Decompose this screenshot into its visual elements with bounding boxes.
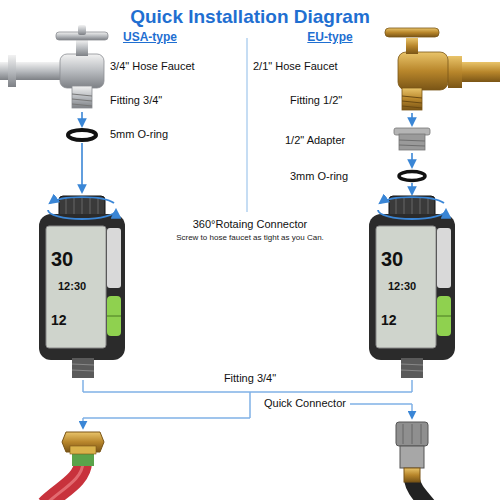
usa-faucet-part: [78, 25, 86, 35]
water-timer-part: [401, 358, 423, 378]
lcd-value: 12:30: [388, 280, 416, 293]
part-label: 1/2" Adapter: [285, 134, 345, 147]
o-ring-part: [399, 172, 425, 181]
part-label: 2/1" Hose Faucet: [253, 60, 338, 73]
lcd-value: 12:30: [58, 280, 86, 293]
usa-faucet-part: [72, 94, 92, 96]
assembly-arrows-part: [411, 183, 413, 194]
lcd-value: 30: [51, 248, 73, 271]
usa-faucet-part: [60, 54, 104, 88]
fitting-bracket-part: [249, 392, 251, 418]
rotation-arrows-part: [50, 197, 114, 203]
connector-label: 360°Rotaing Connector: [193, 218, 307, 231]
column-divider-part: [247, 38, 248, 212]
o-ring-part: [68, 130, 96, 140]
water-timer-part: [437, 296, 451, 336]
eu-faucet-part: [402, 88, 422, 110]
water-timer-part: [376, 226, 436, 348]
water-timer-part: [107, 316, 121, 317]
quick-connector-part: [404, 468, 420, 482]
quick-connector-part: [403, 424, 404, 444]
fitting-bracket-part: [350, 403, 412, 405]
assembly-arrows-part: [411, 153, 413, 167]
usa-faucet-part: [72, 99, 92, 101]
column-heading: USA-type: [123, 31, 177, 45]
water-timer-part: [72, 370, 94, 371]
water-timer-part: [401, 364, 423, 365]
fitting-bracket-part: [83, 391, 412, 393]
usa-faucet: [0, 25, 108, 108]
usa-faucet-part: [72, 86, 92, 108]
rotation-arrows-part: [380, 197, 444, 203]
assembly-arrows: [82, 112, 412, 194]
quick-connector-part: [421, 424, 422, 444]
eu-faucet: [385, 28, 500, 110]
fitting-label: Fitting 3/4": [222, 372, 278, 385]
water-timer-part: [437, 228, 451, 288]
usa-faucet-part: [72, 104, 92, 106]
water-timer-part: [369, 214, 455, 360]
garden-hose-part: [45, 462, 83, 500]
lcd-value: 12: [381, 312, 397, 328]
fitting-bracket-part: [411, 380, 413, 392]
assembly-arrows-part: [411, 113, 413, 125]
part-label: 3mm O-ring: [290, 170, 348, 183]
usa-faucet-part: [8, 55, 16, 87]
usa-faucet-part: [76, 40, 88, 56]
water-timer-part: [107, 296, 121, 336]
eu-faucet-part: [402, 96, 422, 98]
eu-faucet-part: [385, 28, 439, 37]
instruction-note: Screw to hose faucet as tight as you Can…: [176, 233, 324, 242]
column-heading: EU-type: [307, 31, 352, 45]
fitting-bracket-part: [411, 404, 413, 418]
fitting-bracket-part: [82, 418, 84, 428]
rotation-arrows-part: [48, 210, 116, 219]
lcd-value: 12: [51, 312, 67, 328]
adapter-part: [399, 140, 425, 141]
fitting-bracket-part: [83, 417, 250, 419]
water-timer-part: [39, 214, 125, 360]
garden-hose: [45, 432, 104, 500]
fitting-bracket-part: [82, 380, 84, 392]
water-timer-part: [72, 364, 94, 365]
rotation-arrows-part: [378, 210, 446, 219]
water-timer-part: [107, 228, 121, 288]
eu-faucet-part: [448, 56, 462, 88]
part-label: 5mm O-ring: [110, 128, 168, 141]
fitting-bracket: [83, 380, 412, 428]
water-timer-part: [401, 370, 423, 371]
adapter: [394, 128, 430, 150]
part-label: Fitting 1/2": [290, 94, 342, 107]
water-timer-part: [72, 358, 94, 378]
eu-faucet-part: [402, 101, 422, 103]
garden-hose-part: [45, 462, 83, 500]
diagram-title: Quick Installation Diagram: [130, 6, 370, 28]
assembly-arrows-part: [81, 112, 83, 126]
eu-faucet-part: [398, 52, 448, 90]
quick-connector-part: [412, 480, 428, 500]
quick-connector: [396, 422, 428, 500]
quick-connector-part: [396, 422, 428, 446]
adapter-part: [399, 145, 425, 146]
adapter-part: [399, 134, 425, 150]
quick-connector-part: [412, 424, 413, 444]
water-timer-part: [437, 316, 451, 317]
part-label: Fitting 3/4": [110, 94, 162, 107]
water-timer: [39, 196, 455, 378]
garden-hose-part: [70, 446, 96, 454]
eu-faucet-part: [402, 106, 422, 108]
water-timer-part: [46, 226, 106, 348]
rotation-arrows: [48, 197, 446, 219]
quick-connector-part: [400, 446, 424, 468]
column-divider: [247, 38, 248, 212]
part-label: Quick Connector: [262, 397, 348, 410]
eu-faucet-part: [406, 38, 418, 54]
part-label: 3/4" Hose Faucet: [110, 60, 195, 73]
assembly-arrows-part: [81, 143, 83, 192]
lcd-value: 30: [381, 248, 403, 271]
